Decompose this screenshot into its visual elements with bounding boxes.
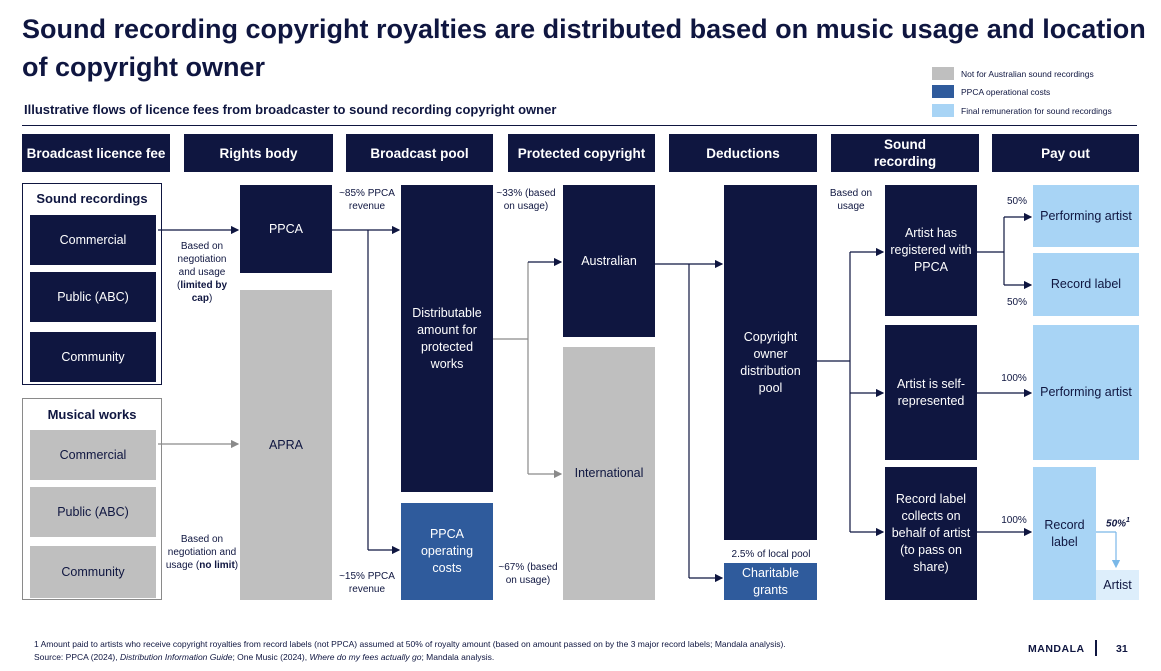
payout-performing-artist-2: Performing artist (1033, 325, 1139, 460)
note-percent-50-footnote: 50%1 (1106, 517, 1130, 530)
payout-record-label-2: Record label (1033, 467, 1096, 600)
payout-artist: Artist (1096, 570, 1139, 600)
legend-label-light: Final remuneration for sound recordings (961, 106, 1112, 116)
note-negotiation-nolimit: Based on negotiation and usage (no limit… (165, 534, 239, 571)
licence-community-musical: Community (30, 546, 156, 598)
page-title: Sound recording copyright royalties are … (22, 14, 1146, 82)
page-subtitle: Illustrative flows of licence fees from … (24, 102, 557, 117)
footer-divider (1095, 640, 1097, 656)
legend-label-grey: Not for Australian sound recordings (961, 69, 1094, 79)
payout-record-label-1: Record label (1033, 253, 1139, 316)
header-licence-fee: Broadcast licence fee (22, 134, 170, 172)
header-broadcast-pool: Broadcast pool (346, 134, 493, 172)
page-number: 31 (1116, 643, 1128, 655)
ppca-operating-costs-box: PPCA operating costs (401, 503, 493, 600)
note-percent-50-a: 50% (1006, 196, 1027, 207)
note-usage-67: ~67% (based on usage) (498, 562, 558, 586)
note-based-on-usage: Based on usage (829, 188, 873, 212)
note-percent-100-b: 100% (1001, 515, 1027, 526)
owner-distribution-pool-box: Copyright owner distribution pool (724, 185, 817, 540)
artist-registered-box: Artist has registered with PPCA (885, 185, 977, 316)
legend-swatch-light (932, 104, 954, 117)
header-pay-out: Pay out (992, 134, 1139, 172)
note-percent-50-b: 50% (1006, 297, 1027, 308)
sound-recordings-group (22, 183, 162, 385)
legend-swatch-blue (932, 85, 954, 98)
source-text: Source: PPCA (2024), Distribution Inform… (34, 652, 495, 662)
musical-works-group (22, 398, 162, 600)
apra-box: APRA (240, 290, 332, 600)
note-usage-33: ~33% (based on usage) (496, 188, 556, 212)
licence-commercial-sound: Commercial (30, 215, 156, 265)
legend-label-blue: PPCA operational costs (961, 87, 1051, 97)
note-ppca-85: ~85% PPCA revenue (339, 188, 395, 212)
distributable-amount-box: Distributable amount for protected works (401, 185, 493, 492)
header-rights-body: Rights body (184, 134, 333, 172)
header-deductions: Deductions (669, 134, 817, 172)
artist-self-represented-box: Artist is self-represented (885, 325, 977, 460)
note-negotiation-cap: Based on negotiation and usage (limited … (176, 241, 228, 304)
payout-performing-artist-1: Performing artist (1033, 185, 1139, 247)
licence-community-sound: Community (30, 332, 156, 382)
licence-commercial-musical: Commercial (30, 430, 156, 480)
footnote-text: 1 Amount paid to artists who receive cop… (34, 639, 786, 649)
sound-recordings-title: Sound recordings (36, 191, 148, 206)
licence-public-musical: Public (ABC) (30, 487, 156, 537)
musical-works-title: Musical works (47, 407, 137, 422)
note-ppca-15: ~15% PPCA revenue (339, 571, 395, 595)
title-divider (22, 125, 1137, 126)
note-percent-100-a: 100% (1001, 373, 1027, 384)
record-label-collects-box: Record label collects on behalf of artis… (885, 467, 977, 600)
australian-box: Australian (563, 185, 655, 337)
international-box: International (563, 347, 655, 600)
header-sound-recording: Sound recording (831, 134, 979, 172)
header-protected-copyright: Protected copyright (508, 134, 655, 172)
licence-public-sound: Public (ABC) (30, 272, 156, 322)
brand-logo: MANDALA (1028, 643, 1085, 655)
legend-swatch-grey (932, 67, 954, 80)
charitable-grants-box: Charitable grants (724, 563, 817, 600)
note-local-pool: 2.5% of local pool (731, 549, 811, 560)
ppca-box: PPCA (240, 185, 332, 273)
